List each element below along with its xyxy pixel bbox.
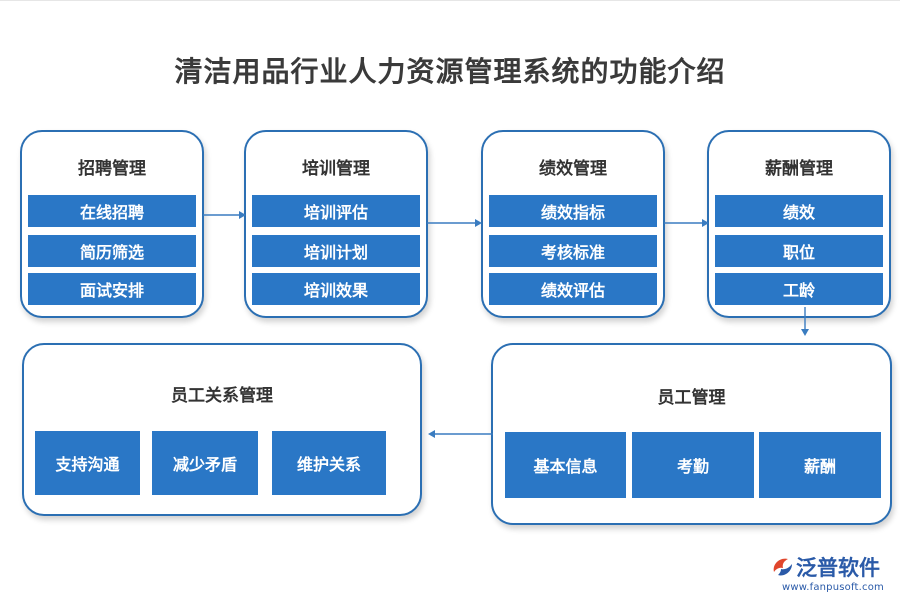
training-item-1: 培训评估 [252, 195, 420, 227]
salary-item-3: 工龄 [715, 273, 883, 305]
card-recruit: 招聘管理 在线招聘 简历筛选 面试安排 [20, 130, 204, 318]
training-item-2: 培训计划 [252, 235, 420, 267]
card-relations: 员工关系管理 支持沟通 减少矛盾 维护关系 [22, 343, 422, 516]
salary-item-2: 职位 [715, 235, 883, 267]
card-salary: 薪酬管理 绩效 职位 工龄 [707, 130, 891, 318]
logo-name: 泛普软件 [796, 556, 880, 580]
card-employee: 员工管理 基本信息 考勤 薪酬 [491, 343, 892, 525]
top-rule [0, 0, 900, 1]
relations-item-3: 维护关系 [272, 431, 386, 495]
page-title: 清洁用品行业人力资源管理系统的功能介绍 [174, 55, 726, 88]
employee-item-1: 基本信息 [505, 432, 626, 498]
performance-item-1: 绩效指标 [489, 195, 657, 227]
arrow-salary-to-employee [801, 307, 809, 336]
relations-item-2: 减少矛盾 [152, 431, 258, 495]
card-relations-title: 员工关系管理 [171, 386, 273, 406]
salary-item-1: 绩效 [715, 195, 883, 227]
card-employee-title: 员工管理 [657, 388, 726, 408]
card-training: 培训管理 培训评估 培训计划 培训效果 [244, 130, 428, 318]
card-training-title: 培训管理 [302, 159, 370, 179]
arrow-performance-to-salary [664, 219, 709, 227]
performance-item-3: 绩效评估 [489, 273, 657, 305]
recruit-item-2: 简历筛选 [28, 235, 196, 267]
performance-item-2: 考核标准 [489, 235, 657, 267]
recruit-item-1: 在线招聘 [28, 195, 196, 227]
recruit-item-3: 面试安排 [28, 273, 196, 305]
logo-url: www.fanpusoft.com [782, 582, 884, 593]
employee-item-2: 考勤 [632, 432, 754, 498]
relations-item-1: 支持沟通 [35, 431, 140, 495]
employee-item-3: 薪酬 [759, 432, 881, 498]
card-salary-title: 薪酬管理 [765, 159, 833, 179]
logo-emblem-icon [773, 558, 792, 576]
arrow-training-to-performance [427, 219, 482, 227]
arrow-recruit-to-training [203, 211, 246, 219]
training-item-3: 培训效果 [252, 273, 420, 305]
card-performance-title: 绩效管理 [539, 159, 607, 179]
arrow-employee-to-relations [428, 430, 493, 438]
card-recruit-title: 招聘管理 [78, 159, 146, 179]
card-performance: 绩效管理 绩效指标 考核标准 绩效评估 [481, 130, 665, 318]
brand-logo: 泛普软件 www.fanpusoft.com [770, 552, 894, 596]
